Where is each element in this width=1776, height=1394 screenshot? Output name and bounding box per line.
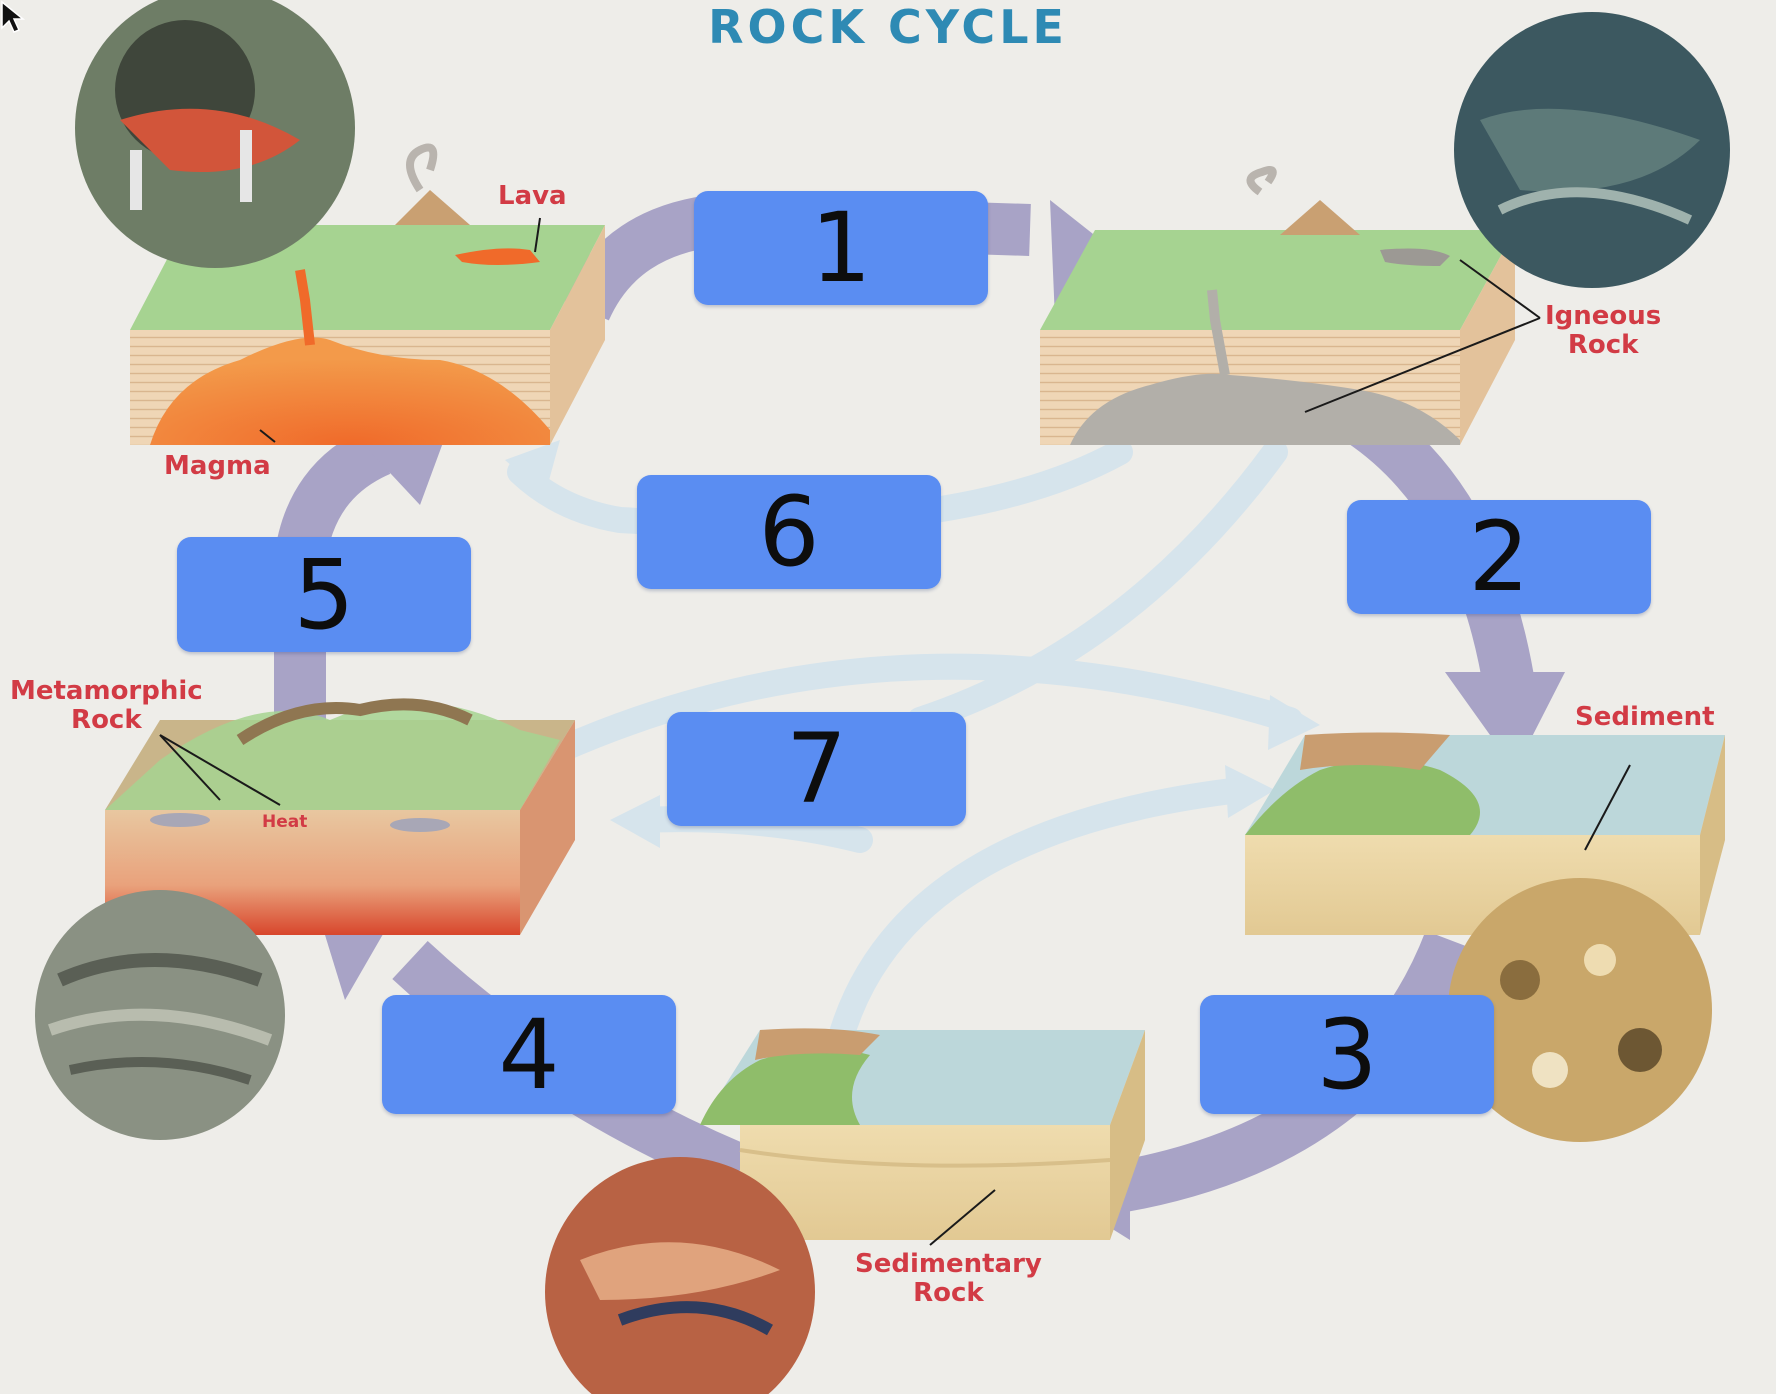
label-igneous-rock: Igneous Rock [1545,302,1661,360]
label-magma: Magma [164,452,271,481]
label-metamorphic-rock: Metamorphic Rock [10,677,203,735]
step-number-3: 3 [1316,1007,1377,1103]
step-number-5: 5 [293,547,354,643]
label-sediment: Sediment [1575,703,1715,732]
label-lava: Lava [498,182,567,211]
step-number-7: 7 [786,721,847,817]
label-heat: Heat [262,808,307,837]
page-title: ROCK CYCLE [0,0,1776,54]
step-box-5[interactable]: 5 [177,537,471,652]
step-box-6[interactable]: 6 [637,475,941,589]
step-box-3[interactable]: 3 [1200,995,1494,1114]
step-number-6: 6 [758,484,819,580]
step-box-2[interactable]: 2 [1347,500,1651,614]
step-box-7[interactable]: 7 [667,712,966,826]
label-sedimentary-rock: Sedimentary Rock [855,1250,1042,1308]
photo-metamorphic-rock [35,890,285,1140]
step-box-1[interactable]: 1 [694,191,988,305]
mouse-pointer-icon [0,0,26,34]
step-number-2: 2 [1468,509,1529,605]
step-number-1: 1 [810,200,871,296]
igneous-block [1040,170,1515,445]
step-number-4: 4 [498,1007,559,1103]
step-box-4[interactable]: 4 [382,995,676,1114]
